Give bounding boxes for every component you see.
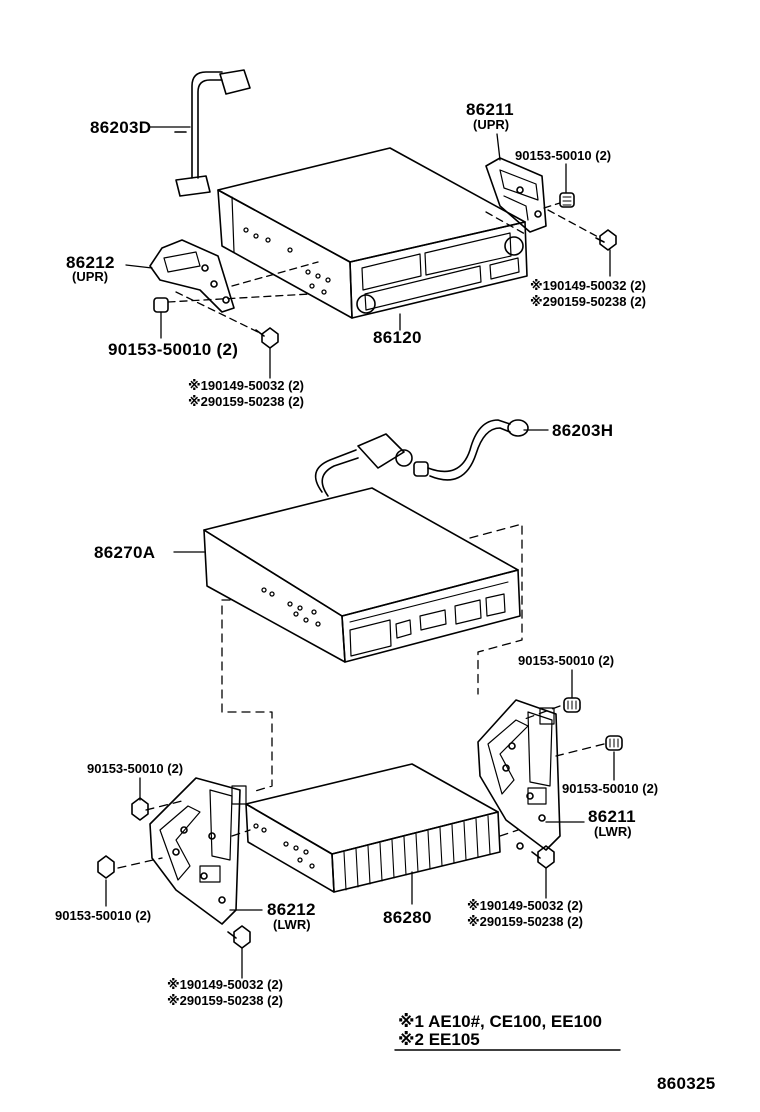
label-screw-bottom-left: 90153-50010 (2) [55,908,152,923]
label-bolt-top-right-2: ※290159-50238 (2) [530,294,646,309]
bracket-lower-right-drawing [477,699,561,851]
label-bolt-top-right-1: ※190149-50032 (2) [530,278,646,293]
bracket-upper-left-drawing [149,239,235,313]
label-screw-right-lower: 90153-50010 (2) [562,781,659,796]
label-bracket-lower-left: 86212 [267,900,316,919]
label-bolt-top-left-2: ※290159-50238 (2) [188,394,304,409]
assembly-lines-top [167,202,601,335]
harness-drawing [174,69,251,197]
label-screw-mid-right: 90153-50010 (2) [518,653,615,668]
label-bracket-upper-left: 86212 [66,253,115,272]
label-bracket-upper-right-note: (UPR) [473,117,510,132]
label-bracket-upper-left-note: (UPR) [72,269,109,284]
label-bracket-lower-left-note: (LWR) [273,917,311,932]
tape-player-drawing [203,487,521,663]
assembly-lines-middle [117,523,605,869]
label-amplifier: 86280 [383,908,432,927]
label-tape-player: 86270A [94,543,156,562]
label-radio-unit: 86120 [373,328,422,347]
note-line-1: ※1 AE10#, CE100, EE100 [398,1012,602,1031]
label-bracket-lower-right: 86211 [588,807,636,826]
amplifier-drawing [245,763,501,893]
label-screw-top-right: 90153-50010 (2) [515,148,612,163]
label-bolt-bottom-right-1: ※190149-50032 (2) [467,898,583,913]
bracket-upper-right-drawing [485,157,547,233]
label-screw-mid-left: 90153-50010 (2) [87,761,184,776]
label-bolt-bottom-left-1: ※190149-50032 (2) [167,977,283,992]
fasteners-top [153,192,617,349]
label-screw-top-left: 90153-50010 (2) [108,340,239,359]
figure-code: 860325 [657,1074,716,1093]
leader-lines-bottom [105,429,615,979]
radio-unit-drawing [217,147,528,319]
label-bolt-top-left-1: ※190149-50032 (2) [188,378,304,393]
leader-lines-top [125,126,611,379]
antenna-cable-drawing [314,419,529,497]
bracket-lower-left-drawing [149,777,247,925]
label-harness: 86203D [90,118,152,137]
label-bolt-bottom-left-2: ※290159-50238 (2) [167,993,283,1008]
label-antenna-cable: 86203H [552,421,614,440]
label-bolt-bottom-right-2: ※290159-50238 (2) [467,914,583,929]
note-line-2: ※2 EE105 [398,1030,480,1049]
label-bracket-lower-right-note: (LWR) [594,824,632,839]
label-bracket-upper-right: 86211 [466,100,514,119]
